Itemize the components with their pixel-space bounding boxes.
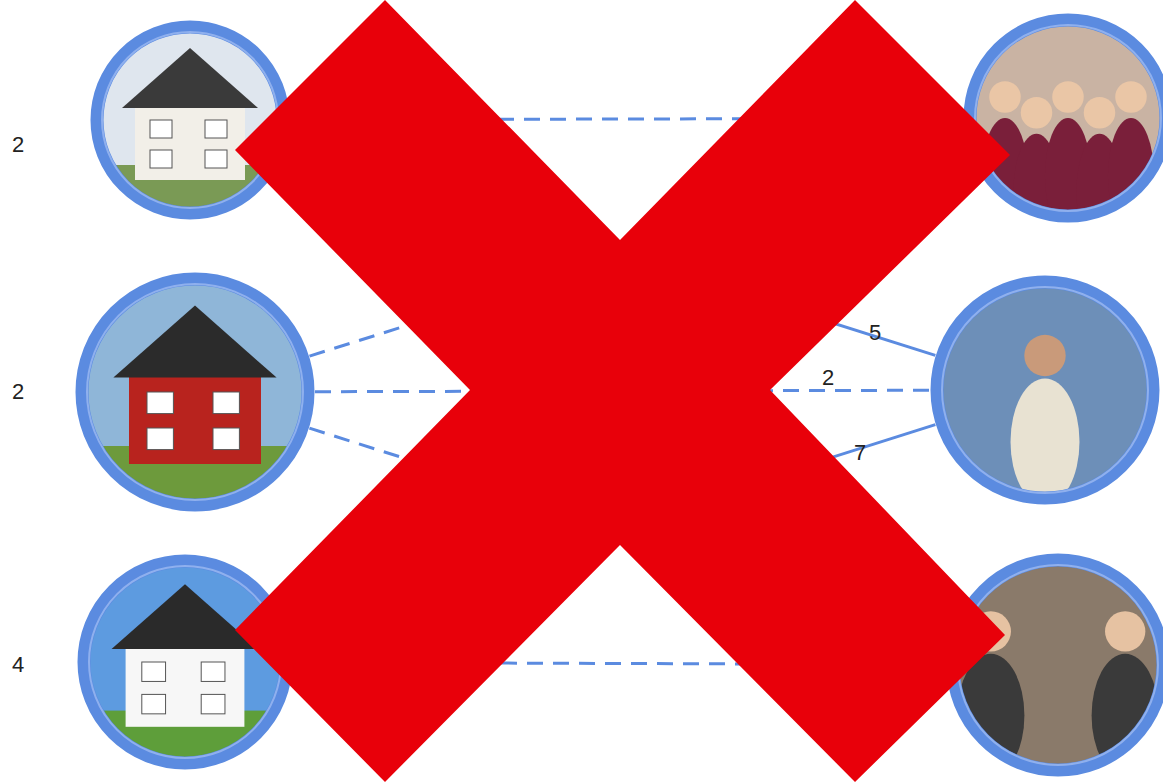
count-number: 4 [12, 652, 52, 678]
person-head [1024, 335, 1065, 376]
image-circle-node [930, 275, 1160, 505]
house-window [205, 150, 227, 168]
person-head [989, 81, 1021, 113]
circle-ring-highlight [89, 566, 281, 758]
circle-outline [946, 553, 1163, 777]
house-roof [113, 306, 276, 378]
circle-ring-highlight [958, 565, 1158, 765]
circle-ring-highlight [942, 287, 1148, 493]
edge-weight: 7 [854, 441, 866, 465]
photo-background [946, 553, 1163, 777]
circle-outline [77, 554, 293, 770]
image-circle-node [946, 553, 1163, 777]
circle-outline [930, 275, 1160, 505]
image-circle-node [963, 13, 1163, 223]
person-head [1084, 97, 1116, 129]
edge-weight: 2 [822, 366, 834, 390]
house-window [150, 150, 172, 168]
house-wall [129, 374, 261, 464]
circle-outline [75, 272, 315, 512]
photo-illustration [930, 275, 1160, 505]
person-head [1021, 97, 1053, 129]
circle-ring [82, 279, 308, 505]
house-wall [135, 105, 245, 180]
edge-weight: 5 [869, 321, 881, 345]
house-window [150, 120, 172, 138]
photo-illustration [963, 13, 1163, 249]
house-window [205, 120, 227, 138]
person-body [1011, 379, 1080, 506]
photo-background [930, 275, 1160, 505]
house-window [142, 694, 166, 713]
image-circle-node: 2 [75, 272, 315, 512]
circle-ring-highlight [102, 32, 278, 208]
count-number: 2 [12, 379, 52, 405]
house-window [142, 662, 166, 681]
person-head [1105, 611, 1145, 651]
photo-illustration [75, 272, 315, 566]
count-number: 2 [12, 132, 52, 158]
circle-ring [970, 20, 1163, 216]
house-wall [126, 646, 245, 727]
house-roof [122, 48, 258, 108]
circle-ring [97, 27, 283, 213]
circle-outline [963, 13, 1163, 223]
circle-ring-highlight [87, 284, 303, 500]
house-window [213, 392, 239, 414]
image-circle-node: 4 [77, 554, 293, 770]
image-circle-node: 2 [90, 20, 290, 220]
house-window [147, 392, 173, 414]
circle-outline [90, 20, 290, 220]
circle-ring [937, 282, 1153, 498]
person-head [1052, 81, 1084, 113]
house-window [201, 694, 225, 713]
house-window [213, 428, 239, 450]
photo-illustration [77, 554, 293, 782]
red-cross-shape [235, 0, 1010, 782]
house-window [201, 662, 225, 681]
circle-ring [84, 561, 286, 763]
house-roof [112, 584, 259, 649]
circle-ring-highlight [975, 25, 1161, 211]
house-window [147, 428, 173, 450]
person-head [1115, 81, 1147, 113]
circle-ring [953, 560, 1163, 770]
photo-illustration [946, 553, 1163, 777]
